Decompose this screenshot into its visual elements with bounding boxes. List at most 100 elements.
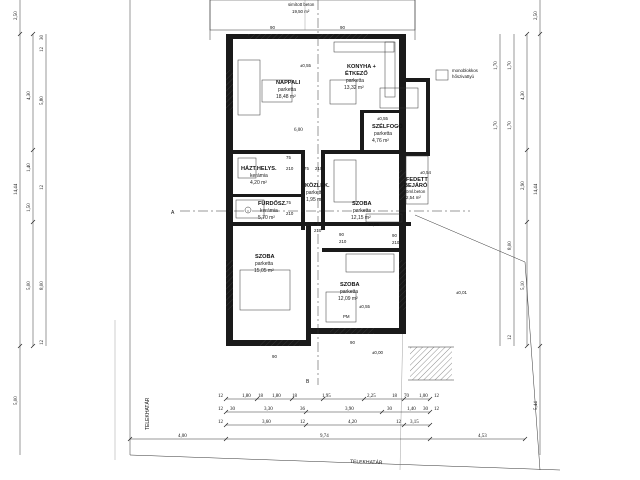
door-mark-2: 210 bbox=[286, 166, 294, 171]
ldim-inner-4: 8,00 bbox=[40, 281, 45, 290]
bdim3-0: 12 bbox=[218, 420, 224, 425]
rdim-outer-1: 14,44 bbox=[534, 183, 539, 195]
room-furdo-name: FÜRDŐSZ. bbox=[258, 200, 287, 207]
bdim3-3: 4,20 bbox=[348, 420, 357, 425]
terrace-area-label: 19,50 m² bbox=[292, 9, 310, 14]
room-szoba2-name: SZOBA bbox=[255, 254, 275, 260]
door-mark-10: 210 bbox=[315, 166, 323, 171]
entrance-steps bbox=[408, 346, 454, 381]
room-szoba3-floor: parketta bbox=[340, 289, 358, 295]
rdim-inner-4: 8,00 bbox=[508, 241, 513, 250]
ldim-inner-2: 5,80 bbox=[40, 96, 45, 105]
level-mark-7: ±0,00 bbox=[372, 350, 384, 355]
bdim4-1: 4,53 bbox=[478, 434, 487, 439]
rdim-outer-0: 2,50 bbox=[534, 11, 539, 20]
room-furdo-area: 5,70 m² bbox=[258, 215, 275, 221]
door-mark-1: 75 bbox=[286, 155, 291, 160]
misc-mark-3: 90 bbox=[340, 25, 345, 30]
section-mark-a: A bbox=[171, 210, 175, 216]
bdim1-6: 2,25 bbox=[367, 394, 376, 399]
level-mark-2: ±0,55 bbox=[377, 116, 389, 121]
rdim-outer-2: 5,44 bbox=[534, 401, 539, 410]
bdim1-3: 1,80 bbox=[272, 394, 281, 399]
rdim-inner-0: 1,70 bbox=[508, 61, 513, 70]
property-line-label-bottom: TELEKHATÁR bbox=[350, 458, 383, 466]
equipment-line2: hőszivattyú bbox=[452, 74, 475, 79]
bdim1-10: 12 bbox=[434, 394, 440, 399]
door-mark-8: 210 bbox=[339, 239, 347, 244]
section-mark-b: B bbox=[306, 379, 310, 385]
level-marks: ±0,55 ±0,55 ±0,54 ±0,55 ±0,55 ±0,01 ±0,0… bbox=[300, 63, 468, 355]
misc-marks: PM 90 90 90 90 bbox=[270, 25, 355, 359]
room-nappali-floor: parketta bbox=[278, 87, 296, 93]
bdim2-3: 36 bbox=[300, 407, 306, 412]
door-mark-9: 75 bbox=[304, 166, 309, 171]
bottom-dims-row3: 12 3,60 12 4,20 12 3,15 bbox=[218, 420, 419, 425]
misc-mark-1: PM bbox=[343, 314, 350, 319]
bdim1-9: 1,00 bbox=[419, 394, 428, 399]
bdim1-1: 1,80 bbox=[242, 394, 251, 399]
bdim2-1: 30 bbox=[230, 407, 236, 412]
bdim2-5: 30 bbox=[387, 407, 393, 412]
rdim-mid-0: 4,30 bbox=[521, 91, 526, 100]
bottom-dims-row2: 12 30 3,30 36 3,90 30 1,40 30 12 bbox=[218, 407, 440, 412]
bdim2-0: 12 bbox=[218, 407, 224, 412]
bdim2-4: 3,90 bbox=[345, 407, 354, 412]
room-kozlek-area: 1,95 m² bbox=[306, 197, 323, 203]
door-mark-3: 75 bbox=[286, 200, 291, 205]
ldim-mid-1: 1,40 bbox=[27, 163, 32, 172]
bdim1-7: 18 bbox=[392, 394, 398, 399]
room-labels: NAPPALI parketta 18,48 m² KONYHA + ÉTKEZ… bbox=[241, 64, 428, 302]
room-szoba2-floor: parketta bbox=[255, 261, 273, 267]
rdim-inner-5: 12 bbox=[508, 335, 513, 341]
bdim3-1: 3,60 bbox=[262, 420, 271, 425]
ldim-outer-2: 5,00 bbox=[14, 396, 19, 405]
room-nappali-name: NAPPALI bbox=[276, 80, 301, 86]
room-szelfogo-floor: parketta bbox=[374, 131, 392, 137]
bdim2-8: 12 bbox=[434, 407, 440, 412]
bdim2-6: 1,40 bbox=[407, 407, 416, 412]
rdim-mid-2: 5,10 bbox=[521, 281, 526, 290]
door-mark-7: 90 bbox=[339, 232, 344, 237]
room-szelfogo-area: 4,76 m² bbox=[372, 138, 389, 144]
room-szoba3-area: 12,09 m² bbox=[338, 296, 358, 302]
ldim-mid-0: 4,30 bbox=[27, 91, 32, 100]
ldim-inner-3: 12 bbox=[40, 185, 45, 191]
misc-mark-2: 90 bbox=[270, 25, 275, 30]
door-mark-12: 210 bbox=[392, 240, 400, 245]
room-nappali-area: 18,48 m² bbox=[276, 94, 296, 100]
door-mark-4: 210 bbox=[286, 211, 294, 216]
room-bejaro-floor: öml.beton bbox=[406, 189, 426, 194]
bdim4-0: 9,74 bbox=[320, 434, 329, 439]
bdim1-2: 18 bbox=[258, 394, 264, 399]
misc-mark-5: 90 bbox=[350, 340, 355, 345]
room-kozlek-floor: parketta bbox=[306, 190, 324, 196]
level-mark-3: ±0,54 bbox=[420, 170, 432, 175]
level-mark-5: ±0,55 bbox=[359, 304, 371, 309]
room-kozlek-name: KÖZLEK. bbox=[305, 182, 330, 189]
room-szoba2-area: 15,05 m² bbox=[254, 268, 274, 274]
ldim-inner-5: 12 bbox=[40, 340, 45, 346]
door-mark-11: 90 bbox=[392, 233, 397, 238]
bottom-left-dim: 4,00 bbox=[178, 434, 187, 439]
terrace: simított beton 19,50 m² bbox=[209, 0, 416, 31]
misc-mark-4: 90 bbox=[272, 354, 277, 359]
bdim3-4: 12 bbox=[396, 420, 402, 425]
equipment-line1: monoblokkos bbox=[452, 68, 479, 73]
room-szelfogo-name: SZÉLFOGÓ bbox=[372, 122, 403, 130]
property-line-label-left: TELEKHATÁR bbox=[144, 397, 151, 430]
interior-dim: 6,00 bbox=[294, 128, 303, 133]
room-konyha-area: 13,32 m² bbox=[344, 85, 364, 91]
room-furdo-floor: kerámia bbox=[260, 208, 278, 214]
room-haztartasi-area: 4,20 m² bbox=[250, 180, 267, 186]
bdim1-4: 18 bbox=[292, 394, 298, 399]
level-mark-1: ±0,55 bbox=[300, 63, 312, 68]
door-mark-5: 90 bbox=[314, 221, 319, 226]
ldim-outer-1: 14,44 bbox=[14, 183, 19, 195]
ldim-inner-0: 30 bbox=[40, 35, 45, 41]
room-bejaro-area: 2,54 m² bbox=[406, 195, 421, 200]
rdim-inner-3: 1,70 bbox=[494, 121, 499, 130]
equipment-note: monoblokkos hőszivattyú bbox=[435, 68, 479, 81]
bdim3-5: 3,15 bbox=[410, 420, 419, 425]
